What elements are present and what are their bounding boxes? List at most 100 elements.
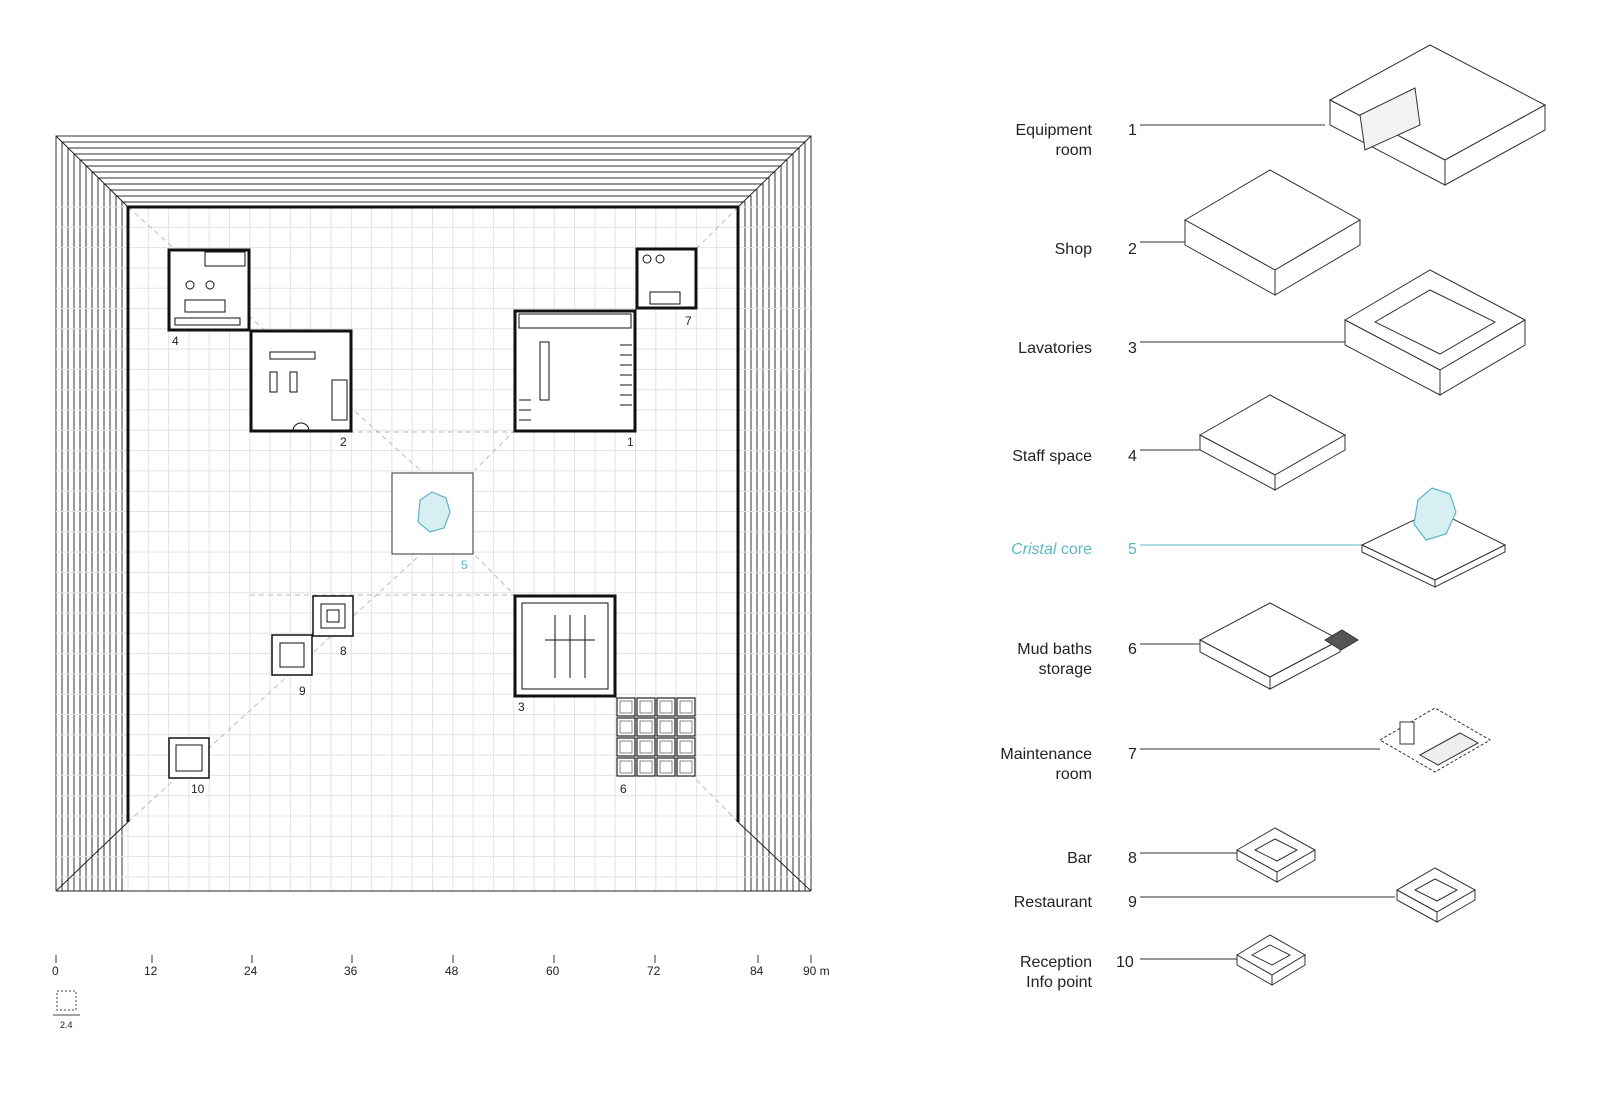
- room-bar: [312, 595, 354, 637]
- legend-name-6: Mud baths storage: [1017, 641, 1092, 678]
- iso-shop: [1183, 169, 1362, 296]
- mud-bath-cell: [676, 717, 696, 737]
- legend-name-10: Reception Info point: [1019, 954, 1092, 991]
- scale-tick-label: 0: [52, 964, 59, 978]
- mud-bath-inner: [619, 760, 633, 774]
- frame-step: [115, 195, 752, 891]
- frame-step: [67, 147, 800, 891]
- mud-bath-inner: [659, 760, 673, 774]
- legend-name-1: Equipment room: [1015, 122, 1093, 159]
- frame-step: [73, 153, 794, 891]
- plan-label-2: 2: [340, 435, 347, 449]
- scale-tick-label: 72: [647, 964, 661, 978]
- plan-label-1: 1: [627, 435, 634, 449]
- frame-step: [97, 177, 770, 891]
- mud-bath-inner: [639, 720, 653, 734]
- mud-bath-inner: [639, 760, 653, 774]
- mud-bath-inner: [679, 700, 693, 714]
- perimeter-walls: [126, 205, 740, 822]
- mud-bath-inner: [619, 740, 633, 754]
- plan-label-7: 7: [685, 314, 692, 328]
- mud-bath-cell: [676, 737, 696, 757]
- module-symbol: 2.4: [53, 990, 80, 1030]
- frame-step: [79, 159, 788, 891]
- frame-step: [55, 135, 812, 891]
- room-equipment: [513, 309, 637, 433]
- scale-tick-label: 60: [546, 964, 560, 978]
- iso-maintenance-room: [1379, 707, 1491, 773]
- mud-bath-cell: [616, 717, 636, 737]
- mud-bath-cell: [676, 757, 696, 777]
- room-reception: [168, 737, 210, 779]
- iso-staff-space: [1198, 394, 1347, 491]
- legend-num-3: 3: [1128, 340, 1137, 357]
- scale-tick-label: 36: [344, 964, 358, 978]
- scale-tick-label: 48: [445, 964, 459, 978]
- mud-bath-inner: [659, 720, 673, 734]
- mud-bath-inner: [639, 740, 653, 754]
- legend-name-2: Shop: [1054, 241, 1092, 258]
- mud-bath-inner: [679, 720, 693, 734]
- iso-lavatories: [1343, 269, 1527, 396]
- legend-name-3: Lavatories: [1018, 340, 1092, 357]
- mud-bath-inner: [619, 720, 633, 734]
- room-restaurant: [271, 634, 313, 676]
- legend-name-5-rest: core: [1056, 541, 1092, 558]
- mud-bath-inner: [679, 760, 693, 774]
- legend-name-7: Maintenance room: [1000, 746, 1092, 783]
- legend-name-8: Bar: [1067, 850, 1092, 867]
- iso-equipment-room: [1328, 44, 1547, 186]
- mud-bath-inner: [659, 740, 673, 754]
- legend-num-5: 5: [1128, 541, 1137, 558]
- room-lavatories: [513, 594, 617, 698]
- scale-tick-label: 90 m: [803, 964, 830, 978]
- legend-num-4: 4: [1128, 448, 1137, 465]
- iso-cristal-core: [1360, 487, 1507, 588]
- mud-bath-cell: [616, 757, 636, 777]
- legend-num-8: 8: [1128, 850, 1137, 867]
- legend-num-7: 7: [1128, 746, 1137, 763]
- legend-num-10: 10: [1116, 954, 1134, 971]
- plan-label-9: 9: [299, 684, 306, 698]
- room-staff-space: [167, 248, 251, 332]
- legend-num-9: 9: [1128, 894, 1137, 911]
- iso-restaurant: [1395, 867, 1477, 923]
- mud-bath-cell: [636, 717, 656, 737]
- mud-bath-cell: [636, 757, 656, 777]
- legend-num-1: 1: [1128, 122, 1137, 139]
- frame-step: [61, 141, 806, 891]
- room-mud-baths: [616, 697, 696, 777]
- plan-label-6: 6: [620, 782, 627, 796]
- plan-label-8: 8: [340, 644, 347, 658]
- room-maintenance: [635, 247, 698, 310]
- iso-mud-baths: [1198, 602, 1359, 690]
- mud-bath-cell: [636, 737, 656, 757]
- plan-numbers: 1 2 3 4 5 6 7 8 9 10: [172, 314, 692, 796]
- mud-bath-inner: [639, 700, 653, 714]
- module-label: 2.4: [60, 1020, 73, 1030]
- mud-bath-inner: [659, 700, 673, 714]
- room-shop: [249, 329, 353, 433]
- plan-label-4: 4: [172, 334, 179, 348]
- mud-bath-cell: [676, 697, 696, 717]
- mud-bath-inner: [619, 700, 633, 714]
- mud-bath-cell: [616, 737, 636, 757]
- iso-reception: [1236, 934, 1306, 986]
- corner-lines: [55, 135, 812, 892]
- frame-step: [109, 189, 758, 891]
- legend-name-9: Restaurant: [1013, 894, 1092, 911]
- legend-num-6: 6: [1128, 641, 1137, 658]
- mud-bath-cell: [636, 697, 656, 717]
- legend-leaders: [1140, 124, 1395, 960]
- mud-bath-cell: [616, 697, 636, 717]
- mud-bath-inner: [679, 740, 693, 754]
- mud-bath-cell: [656, 757, 676, 777]
- legend-name-5-italic: Cristal: [1011, 541, 1057, 558]
- stepped-perimeter: [55, 135, 812, 891]
- iso-bar: [1235, 827, 1317, 883]
- legend-name-4: Staff space: [1012, 448, 1092, 465]
- frame-step: [85, 165, 782, 891]
- mud-bath-cell: [656, 717, 676, 737]
